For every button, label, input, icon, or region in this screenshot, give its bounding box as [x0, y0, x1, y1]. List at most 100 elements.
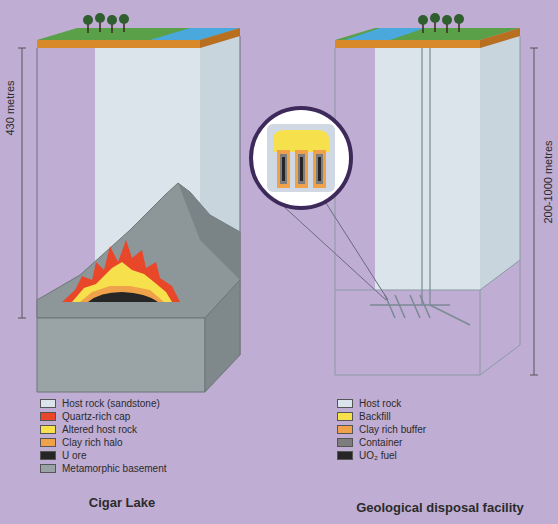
legend-text: Altered host rock	[62, 424, 137, 436]
trees	[418, 13, 464, 33]
inset-host-rock	[267, 124, 335, 192]
leader-line	[281, 204, 386, 300]
tree-crown	[119, 14, 129, 24]
tunnel	[420, 295, 430, 318]
soil-side	[200, 28, 240, 48]
legend-swatch	[40, 464, 56, 473]
inset-fuel	[282, 157, 285, 181]
inset-clay-buffer	[313, 150, 326, 188]
uranium-ore	[88, 292, 158, 302]
legend-text: Host rock (sandstone)	[62, 398, 160, 410]
depth-bracket-right	[530, 48, 538, 375]
host-rock-side	[480, 36, 520, 290]
access-shaft	[429, 48, 430, 305]
floor-edge	[335, 375, 480, 376]
tree-crown	[442, 15, 452, 25]
legend-swatch	[337, 425, 353, 434]
block-edge	[37, 48, 38, 318]
depth-bracket-left	[18, 48, 26, 318]
inset-container	[298, 154, 305, 184]
leader-line	[326, 203, 388, 300]
host-rock-wall	[375, 48, 480, 290]
trees	[83, 13, 129, 33]
inset-container	[316, 154, 323, 184]
legend-swatch	[337, 399, 353, 408]
legend-text: Metamorphic basement	[62, 463, 167, 475]
legend-text: Host rock	[359, 398, 401, 410]
inset-fuel	[300, 157, 303, 181]
inset-backfill	[273, 130, 329, 152]
dimension-tick	[18, 48, 26, 49]
disposal-facility-block	[335, 13, 520, 375]
inset-circle	[251, 108, 351, 208]
basement-side	[205, 280, 240, 392]
inset-fuel	[318, 157, 321, 181]
tree-trunk	[422, 24, 424, 33]
inset-clay-buffer	[277, 150, 290, 188]
dimension-line	[22, 48, 23, 318]
tree-trunk	[446, 24, 448, 33]
legend-text: Clay rich halo	[62, 437, 123, 449]
tree-crown	[430, 13, 440, 23]
legend-swatch	[40, 438, 56, 447]
legend-text: Clay rich buffer	[359, 424, 426, 436]
dimension-label: 200-1000 metres	[542, 140, 554, 223]
tree-crown	[454, 14, 464, 24]
basement-front	[37, 318, 205, 392]
basement-ridge	[37, 183, 240, 318]
floor-edge	[480, 260, 520, 290]
floor-edge	[480, 345, 520, 375]
inset-magnifier	[251, 108, 388, 300]
soil-front	[335, 40, 480, 48]
inset-clay-buffer	[295, 150, 308, 188]
legend-text: Backfill	[359, 411, 391, 423]
tree-trunk	[111, 24, 113, 33]
block-edge	[335, 290, 336, 375]
tree-crown	[83, 15, 93, 25]
block-edge	[520, 36, 521, 345]
tunnel	[370, 304, 450, 306]
dimension-tick	[530, 375, 538, 376]
dimension-tick	[530, 48, 538, 49]
legend-text: Container	[359, 437, 402, 449]
lake-water	[345, 28, 425, 40]
panel-caption: Geological disposal facility	[356, 501, 524, 515]
ridge-shadow	[178, 183, 240, 280]
tree-trunk	[123, 23, 125, 32]
tree-trunk	[99, 22, 101, 32]
tree-trunk	[458, 23, 460, 32]
dimension-line	[534, 48, 535, 375]
tree-trunk	[87, 24, 89, 33]
legend-swatch	[337, 451, 353, 460]
tunnel	[430, 305, 470, 325]
tree-trunk	[434, 22, 436, 32]
legend-swatch	[337, 438, 353, 447]
dimension-label: 430 metres	[4, 80, 16, 135]
cigar-lake-block	[37, 13, 240, 392]
panel-caption: Cigar Lake	[89, 496, 155, 510]
legend-swatch	[40, 451, 56, 460]
legend-text: UO₂ fuel	[359, 450, 397, 462]
legend-swatch	[40, 425, 56, 434]
tree-crown	[95, 13, 105, 23]
soil-front	[37, 40, 200, 48]
inset-container	[280, 154, 287, 184]
tree-crown	[418, 15, 428, 25]
access-shaft	[421, 48, 422, 305]
legend-text: Quartz-rich cap	[62, 411, 130, 423]
tree-crown	[107, 15, 117, 25]
soil-side	[480, 28, 520, 48]
altered-rock	[72, 262, 172, 302]
block-edge	[480, 290, 481, 375]
dimension-tick	[18, 318, 26, 319]
tunnel	[410, 295, 420, 318]
legend-swatch	[40, 412, 56, 421]
quartz-cap	[62, 240, 180, 302]
clay-halo	[80, 286, 164, 302]
tunnel	[395, 295, 405, 318]
legend-swatch	[337, 412, 353, 421]
floor-edge	[335, 290, 480, 291]
legend-swatch	[40, 399, 56, 408]
legend-text: U ore	[62, 450, 86, 462]
